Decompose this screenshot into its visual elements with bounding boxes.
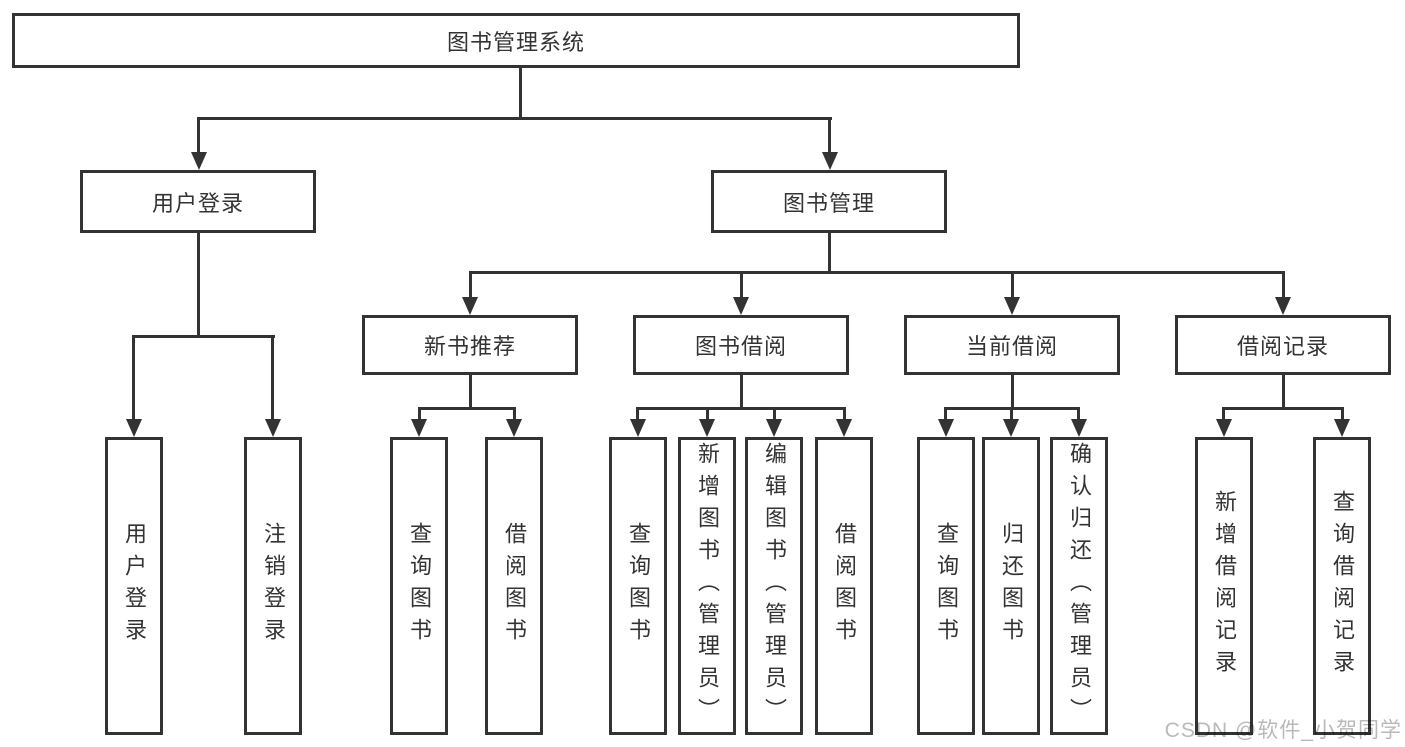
arrow-to-leaf-login <box>126 419 142 437</box>
connector-level2-rail <box>197 117 832 120</box>
leaf-confirm-return-admin: 确认归还（管理员） <box>1050 437 1108 735</box>
connector-new-book-stem <box>469 375 472 410</box>
arrow-to-leaf <box>1003 419 1019 437</box>
arrow-to-book-borrow <box>733 297 749 315</box>
connector-user-login-stem <box>197 233 200 338</box>
connector-user-login-rail <box>132 335 275 338</box>
connector-book-borrow-rail <box>636 407 846 410</box>
node-current-borrow: 当前借阅 <box>904 315 1120 375</box>
arrow-to-leaf <box>1334 419 1350 437</box>
leaf-logout-login: 注销登录 <box>244 437 302 735</box>
node-book-management: 图书管理 <box>711 170 947 233</box>
arrow-to-leaf <box>411 419 427 437</box>
connector-user-login-drop <box>197 117 200 155</box>
connector-borrow-record-drop <box>1282 271 1285 299</box>
arrow-to-leaf <box>699 419 715 437</box>
leaf-query-books-recommend: 查询图书 <box>390 437 448 735</box>
connector-leaf-logout-drop <box>271 335 274 421</box>
arrow-to-book-management <box>822 152 838 170</box>
connector-new-book-drop <box>469 271 472 299</box>
arrow-to-user-login <box>191 152 207 170</box>
leaf-query-books-current: 查询图书 <box>917 437 975 735</box>
arrow-to-leaf <box>938 419 954 437</box>
connector-root-stem <box>519 68 522 120</box>
arrow-to-leaf <box>630 419 646 437</box>
node-new-book-recommend: 新书推荐 <box>362 315 578 375</box>
connector-drop <box>1010 407 1013 422</box>
node-borrow-record: 借阅记录 <box>1175 315 1391 375</box>
leaf-query-borrow-record: 查询借阅记录 <box>1313 437 1371 735</box>
connector-drop <box>1222 407 1225 422</box>
connector-borrow-record-rail <box>1222 407 1343 410</box>
connector-new-book-rail <box>418 407 516 410</box>
arrow-to-leaf-logout <box>265 419 281 437</box>
leaf-return-books: 归还图书 <box>982 437 1040 735</box>
leaf-borrow-books-recommend: 借阅图书 <box>485 437 543 735</box>
connector-level3-rail <box>469 271 1285 274</box>
arrow-to-leaf <box>1071 419 1087 437</box>
connector-current-borrow-stem <box>1011 375 1014 410</box>
arrow-to-new-book-recommend <box>462 297 478 315</box>
connector-drop <box>1341 407 1344 422</box>
leaf-add-books-admin: 新增图书（管理员） <box>678 437 736 735</box>
arrow-to-current-borrow <box>1004 297 1020 315</box>
connector-drop <box>1077 407 1080 422</box>
leaf-borrow-books: 借阅图书 <box>815 437 873 735</box>
node-book-borrow: 图书借阅 <box>633 315 849 375</box>
arrow-to-borrow-record <box>1275 297 1291 315</box>
connector-drop <box>513 407 516 422</box>
connector-book-borrow-drop <box>740 271 743 299</box>
connector-book-management-stem <box>828 233 831 274</box>
connector-drop <box>843 407 846 422</box>
node-user-login: 用户登录 <box>80 170 316 233</box>
arrow-to-leaf <box>766 419 782 437</box>
connector-drop <box>706 407 709 422</box>
arrow-to-leaf <box>836 419 852 437</box>
connector-drop <box>636 407 639 422</box>
connector-drop <box>773 407 776 422</box>
leaf-edit-books-admin: 编辑图书（管理员） <box>745 437 803 735</box>
arrow-to-leaf <box>1216 419 1232 437</box>
connector-drop <box>944 407 947 422</box>
connector-book-borrow-stem <box>740 375 743 410</box>
node-root-system: 图书管理系统 <box>12 13 1020 68</box>
connector-borrow-record-stem <box>1282 375 1285 410</box>
leaf-user-login: 用户登录 <box>105 437 163 735</box>
leaf-add-borrow-record: 新增借阅记录 <box>1195 437 1253 735</box>
leaf-query-books-borrow: 查询图书 <box>609 437 667 735</box>
arrow-to-leaf <box>506 419 522 437</box>
csdn-watermark: CSDN @软件_小贺同学 <box>1164 719 1402 742</box>
connector-drop <box>418 407 421 422</box>
connector-current-borrow-drop <box>1011 271 1014 299</box>
connector-leaf-login-drop <box>132 335 135 421</box>
connector-book-management-drop <box>828 117 831 155</box>
